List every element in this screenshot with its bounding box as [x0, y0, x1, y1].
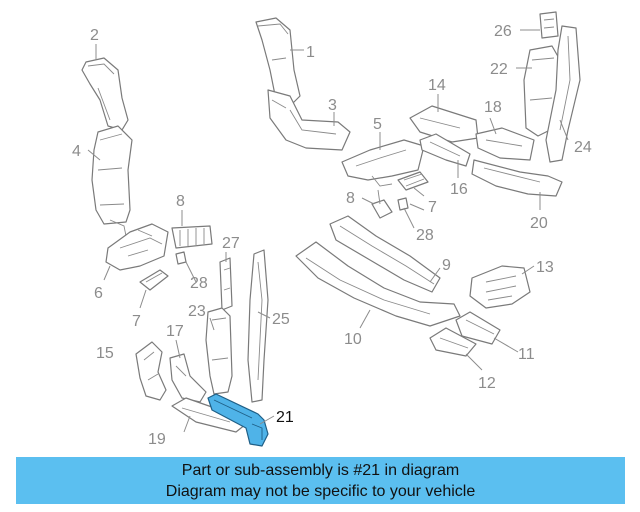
- part-23-duct: [205, 307, 233, 395]
- part-27-bracket: [219, 257, 233, 311]
- callout-6: 6: [94, 285, 103, 302]
- callout-24: 24: [574, 139, 592, 156]
- part-3-duct: [267, 89, 351, 151]
- callout-2: 2: [90, 27, 99, 44]
- callout-11: 11: [518, 346, 535, 363]
- part-16-duct: [419, 133, 471, 167]
- part-24-duct: [545, 25, 581, 163]
- part-20-duct: [471, 159, 563, 197]
- part-28-clip-left: [175, 251, 187, 265]
- info-banner: Part or sub-assembly is #21 in diagram D…: [16, 457, 625, 504]
- callout-8-right: 8: [346, 190, 355, 207]
- callout-9: 9: [442, 257, 451, 274]
- callout-10: 10: [344, 331, 362, 348]
- callout-23: 23: [188, 303, 206, 320]
- callout-7-left: 7: [132, 313, 141, 330]
- part-7-grille-right: [397, 171, 429, 191]
- callout-1: 1: [306, 44, 315, 61]
- banner-line-2: Diagram may not be specific to your vehi…: [165, 483, 476, 500]
- callout-4: 4: [72, 143, 81, 160]
- callout-7-right: 7: [428, 199, 437, 216]
- callout-8-left: 8: [176, 193, 185, 210]
- part-4-duct: [91, 125, 133, 237]
- part-11-duct: [455, 311, 501, 345]
- part-5-distributor: [341, 139, 425, 187]
- part-25-duct: [247, 249, 269, 403]
- callout-28-left: 28: [190, 275, 208, 292]
- part-8-register-left: [171, 225, 213, 249]
- part-10-duct: [295, 241, 461, 327]
- part-21-duct-highlighted: [207, 393, 269, 447]
- part-28-clip-right: [397, 197, 409, 211]
- callout-25: 25: [272, 311, 290, 328]
- callout-15: 15: [96, 345, 114, 362]
- part-18-duct: [475, 127, 535, 161]
- part-6-nozzle: [105, 223, 169, 271]
- callout-17: 17: [166, 323, 184, 340]
- banner-line-1: Part or sub-assembly is #21 in diagram: [181, 462, 460, 479]
- callout-21-highlighted: 21: [276, 409, 294, 426]
- callout-13: 13: [536, 259, 554, 276]
- part-12-duct: [429, 327, 477, 357]
- callout-14: 14: [428, 77, 446, 94]
- callout-20: 20: [530, 215, 548, 232]
- part-14-duct: [409, 105, 479, 143]
- part-26-vent: [539, 11, 559, 39]
- callouts: 1 2 3 4 5 6 7 7 8 8 9 10 11 12 13 14 15 …: [72, 23, 592, 448]
- part-7-grille-left: [139, 269, 169, 291]
- callout-16: 16: [450, 181, 468, 198]
- part-13-housing: [469, 265, 531, 309]
- part-9-duct: [329, 215, 441, 293]
- parts-diagram: 1 2 3 4 5 6 7 7 8 8 9 10 11 12 13 14 15 …: [72, 11, 592, 448]
- callout-22: 22: [490, 61, 508, 78]
- callout-27: 27: [222, 235, 240, 252]
- callout-18: 18: [484, 99, 502, 116]
- callout-3: 3: [328, 97, 337, 114]
- part-8-bracket-right: [371, 189, 393, 219]
- part-15-tube: [135, 341, 167, 401]
- callout-28-right: 28: [416, 227, 434, 244]
- callout-26: 26: [494, 23, 512, 40]
- callout-12: 12: [478, 375, 496, 392]
- part-17-duct: [169, 353, 207, 403]
- part-1-duct: [255, 17, 301, 107]
- callout-5: 5: [373, 116, 382, 133]
- part-2-duct: [81, 57, 129, 131]
- callout-19: 19: [148, 431, 166, 448]
- leader-lines: [87, 29, 569, 433]
